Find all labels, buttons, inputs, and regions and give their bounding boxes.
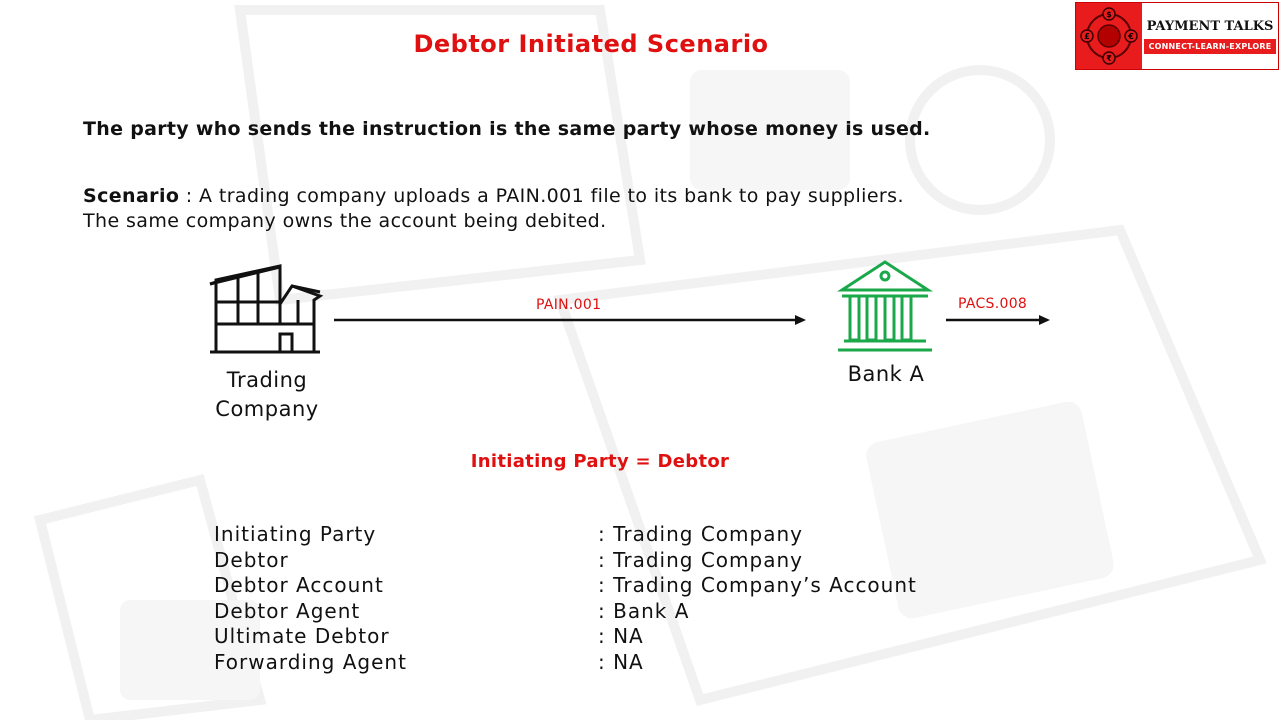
field-row: Debtor : Trading Company [214,548,917,574]
field-row: Debtor Agent : Bank A [214,599,917,625]
definition-statement: The party who sends the instruction is t… [83,118,931,140]
trading-company-label: Trading Company [196,366,338,424]
pain001-label: PAIN.001 [536,297,602,313]
bank-a-label: Bank A [847,362,925,386]
bank-icon [836,260,934,352]
field-label: Ultimate Debtor [214,624,390,649]
pain001-arrow [334,315,806,325]
page-title: Debtor Initiated Scenario [413,30,769,58]
company-label-line1: Trading [226,368,308,392]
field-row: Forwarding Agent : NA [214,650,917,676]
pacs008-arrow [946,315,1050,325]
field-row: Initiating Party : Trading Company [214,522,917,548]
svg-text:€: € [1127,32,1134,41]
field-value: : Bank A [598,598,690,623]
scenario-label: Scenario [83,185,180,207]
scenario-description: Scenario : A trading company uploads a P… [83,184,904,234]
field-label: Debtor [214,547,289,572]
field-value: : Trading Company [598,522,803,546]
field-value: : NA [598,624,644,649]
logo-name: PAYMENT TALKS [1146,18,1274,34]
scenario-line2: The same company owns the account being … [83,210,607,232]
svg-text:£: £ [1084,32,1090,41]
logo-tagline: CONNECT-LEARN-EXPLORE [1143,38,1277,54]
currency-globe-icon: $ € ₹ £ [1076,3,1142,69]
svg-text:$: $ [1106,10,1112,19]
field-label: Debtor Agent [214,598,361,623]
field-label: Initiating Party [214,522,377,546]
pacs008-label: PACS.008 [958,296,1028,312]
brand-logo: $ € ₹ £ PAYMENT TALKS CONNECT-LEARN-EXPL… [1075,2,1279,70]
field-list: Initiating Party : Trading Company Debto… [214,522,917,676]
initiating-party-equation: Initiating Party = Debtor [470,451,730,472]
field-value: : NA [598,649,644,674]
field-label: Debtor Account [214,573,384,598]
factory-icon [209,264,324,354]
field-row: Ultimate Debtor : NA [214,624,917,650]
field-value: : Trading Company [598,547,803,572]
scenario-line1: A trading company uploads a PAIN.001 fil… [199,185,904,207]
field-label: Forwarding Agent [214,649,407,674]
field-row: Debtor Account : Trading Company’s Accou… [214,573,917,599]
company-label-line2: Company [215,397,319,421]
field-value: : Trading Company’s Account [598,573,917,598]
svg-text:₹: ₹ [1106,54,1112,63]
scenario-separator: : [179,185,200,207]
